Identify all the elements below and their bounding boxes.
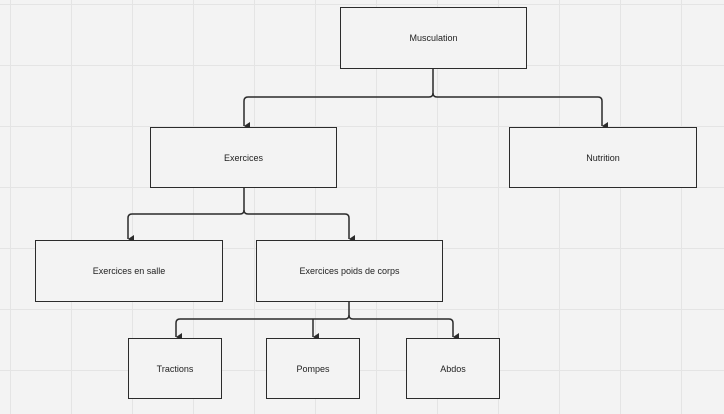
node-pompes-label: Pompes [296, 363, 330, 374]
node-exercices-en-salle[interactable]: Exercices en salle [35, 240, 223, 302]
connector-exercices-poids-corps [243, 209, 355, 243]
node-abdos[interactable]: Abdos [406, 338, 500, 399]
connector-poids-corps-abdos [348, 314, 459, 341]
node-musculation[interactable]: Musculation [340, 7, 527, 69]
node-abdos-label: Abdos [440, 363, 466, 374]
connector-root-exercices [243, 69, 434, 130]
node-musculation-label: Musculation [409, 33, 458, 43]
connector-root-nutrition [432, 92, 608, 130]
node-exercices-en-salle-label: Exercices en salle [92, 266, 166, 276]
node-nutrition-label: Nutrition [586, 152, 620, 163]
node-exercices-poids-de-corps[interactable]: Exercices poids de corps [256, 240, 443, 302]
node-exercices-poids-de-corps-label: Exercices poids de corps [299, 266, 400, 276]
connector-poids-corps-tractions [175, 302, 350, 341]
connector-exercices-salle [127, 188, 245, 243]
node-exercices-label: Exercices [223, 152, 263, 163]
node-tractions-label: Tractions [156, 363, 194, 374]
node-exercices[interactable]: Exercices [150, 127, 337, 188]
node-pompes[interactable]: Pompes [266, 338, 360, 399]
node-tractions[interactable]: Tractions [128, 338, 222, 399]
node-nutrition[interactable]: Nutrition [509, 127, 697, 188]
